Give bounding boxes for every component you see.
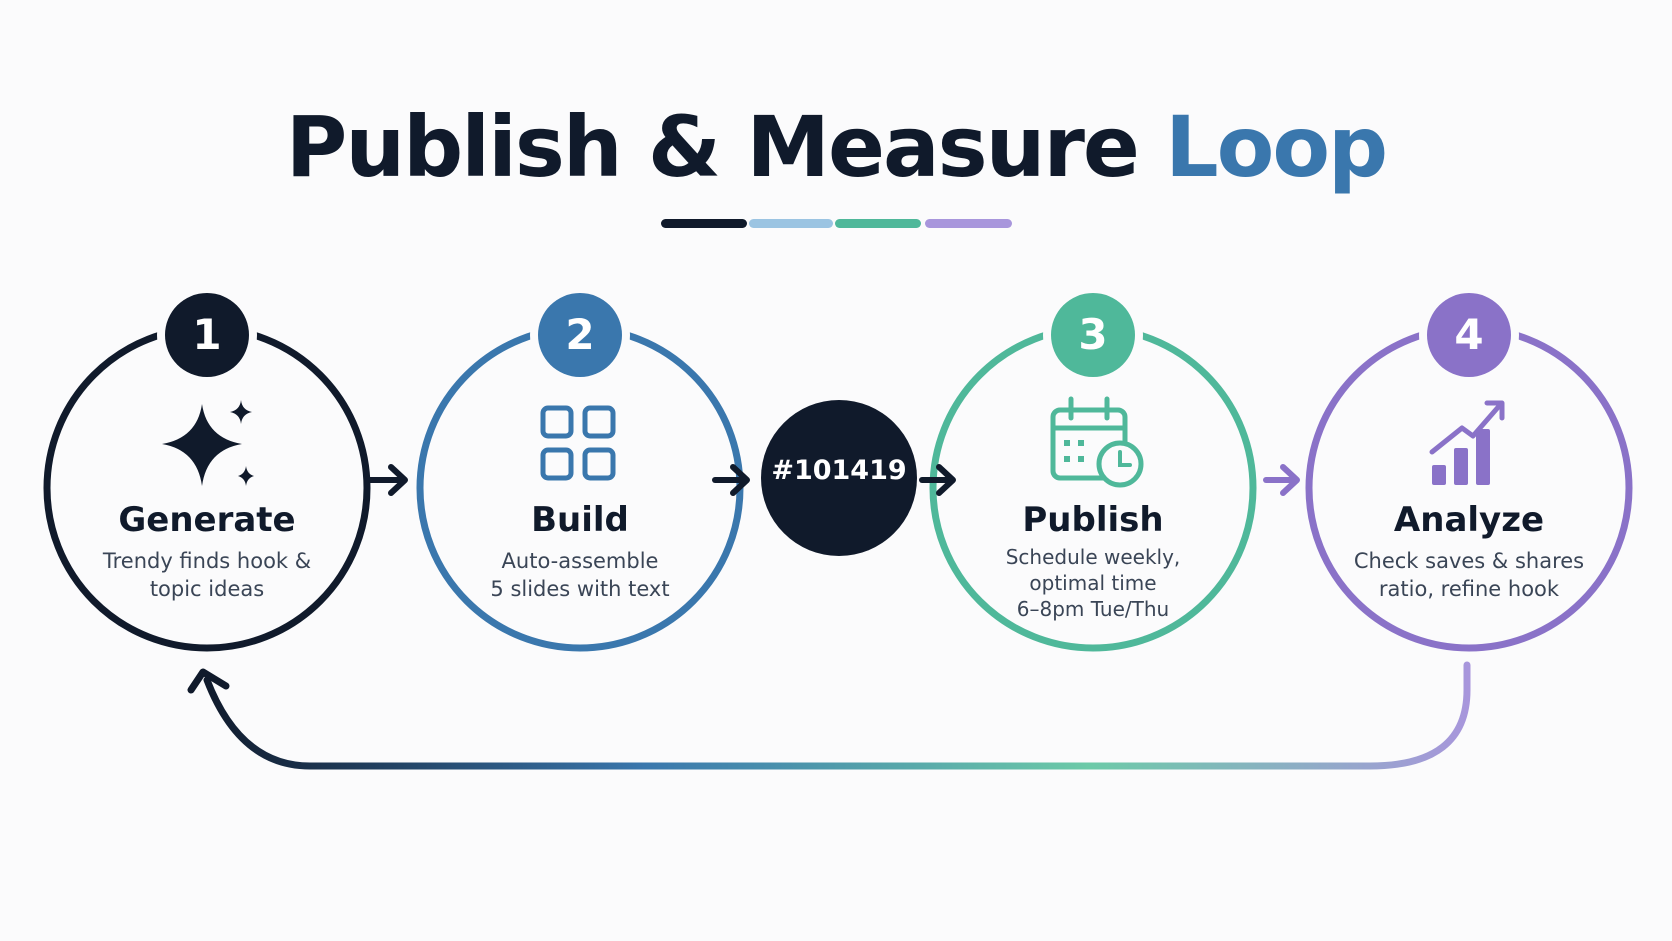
title-underline-light-blue (749, 219, 833, 228)
arrow-1-to-2 (367, 464, 408, 496)
step-4-number: 4 (1454, 310, 1484, 359)
calendar-clock-icon (1050, 396, 1144, 488)
step-2-title: Build (531, 500, 629, 540)
step-3-desc-line-2: optimal time (1029, 571, 1157, 595)
step-2-desc-line-1: Auto-assemble (501, 549, 659, 573)
return-arrowhead (187, 668, 230, 694)
step-1-desc-line-2: topic ideas (149, 577, 265, 601)
badge-1 (165, 293, 249, 377)
step-3-desc-line-1: Schedule weekly, (1005, 545, 1181, 569)
step-4-description: Check saves & shares ratio, refine hook (1319, 547, 1619, 603)
center-label: #101419 (771, 455, 907, 486)
step-4-desc-line-1: Check saves & shares (1353, 549, 1585, 573)
bar-chart-trend-icon (1429, 400, 1505, 485)
return-loop-arrow (203, 661, 1471, 770)
page-title: Publish & Measure Loop (0, 98, 1672, 196)
step-1-title: Generate (118, 500, 296, 540)
title-main: Publish & Measure (285, 98, 1140, 196)
step-3-description: Schedule weekly, optimal time 6–8pm Tue/… (943, 544, 1243, 622)
step-1-description: Trendy finds hook & topic ideas (57, 547, 357, 603)
title-underline-teal (835, 219, 921, 228)
badge-4 (1427, 293, 1511, 377)
sparkle-icon (162, 400, 254, 486)
step-3-title: Publish (1022, 500, 1164, 540)
title-accent: Loop (1165, 98, 1388, 196)
arrow-2-to-center (712, 464, 750, 496)
step-2-desc-line-2: 5 slides with text (490, 577, 670, 601)
step-1-number: 1 (192, 310, 222, 359)
step-2-description: Auto-assemble 5 slides with text (430, 547, 730, 603)
step-3-desc-line-3: 6–8pm Tue/Thu (1016, 597, 1170, 621)
grid-icon (540, 405, 616, 481)
step-1-desc-line-1: Trendy finds hook & (102, 549, 312, 573)
arrow-3-to-4 (1263, 464, 1300, 496)
step-4-desc-line-2: ratio, refine hook (1378, 577, 1560, 601)
step-3-number: 3 (1078, 310, 1108, 359)
badge-2 (538, 293, 622, 377)
badge-3 (1051, 293, 1135, 377)
title-underline-navy (661, 219, 747, 228)
step-2-number: 2 (565, 310, 595, 359)
center-node (761, 400, 917, 556)
step-4-title: Analyze (1393, 500, 1545, 540)
title-underline-purple (925, 219, 1012, 228)
arrow-center-to-3 (919, 464, 956, 496)
